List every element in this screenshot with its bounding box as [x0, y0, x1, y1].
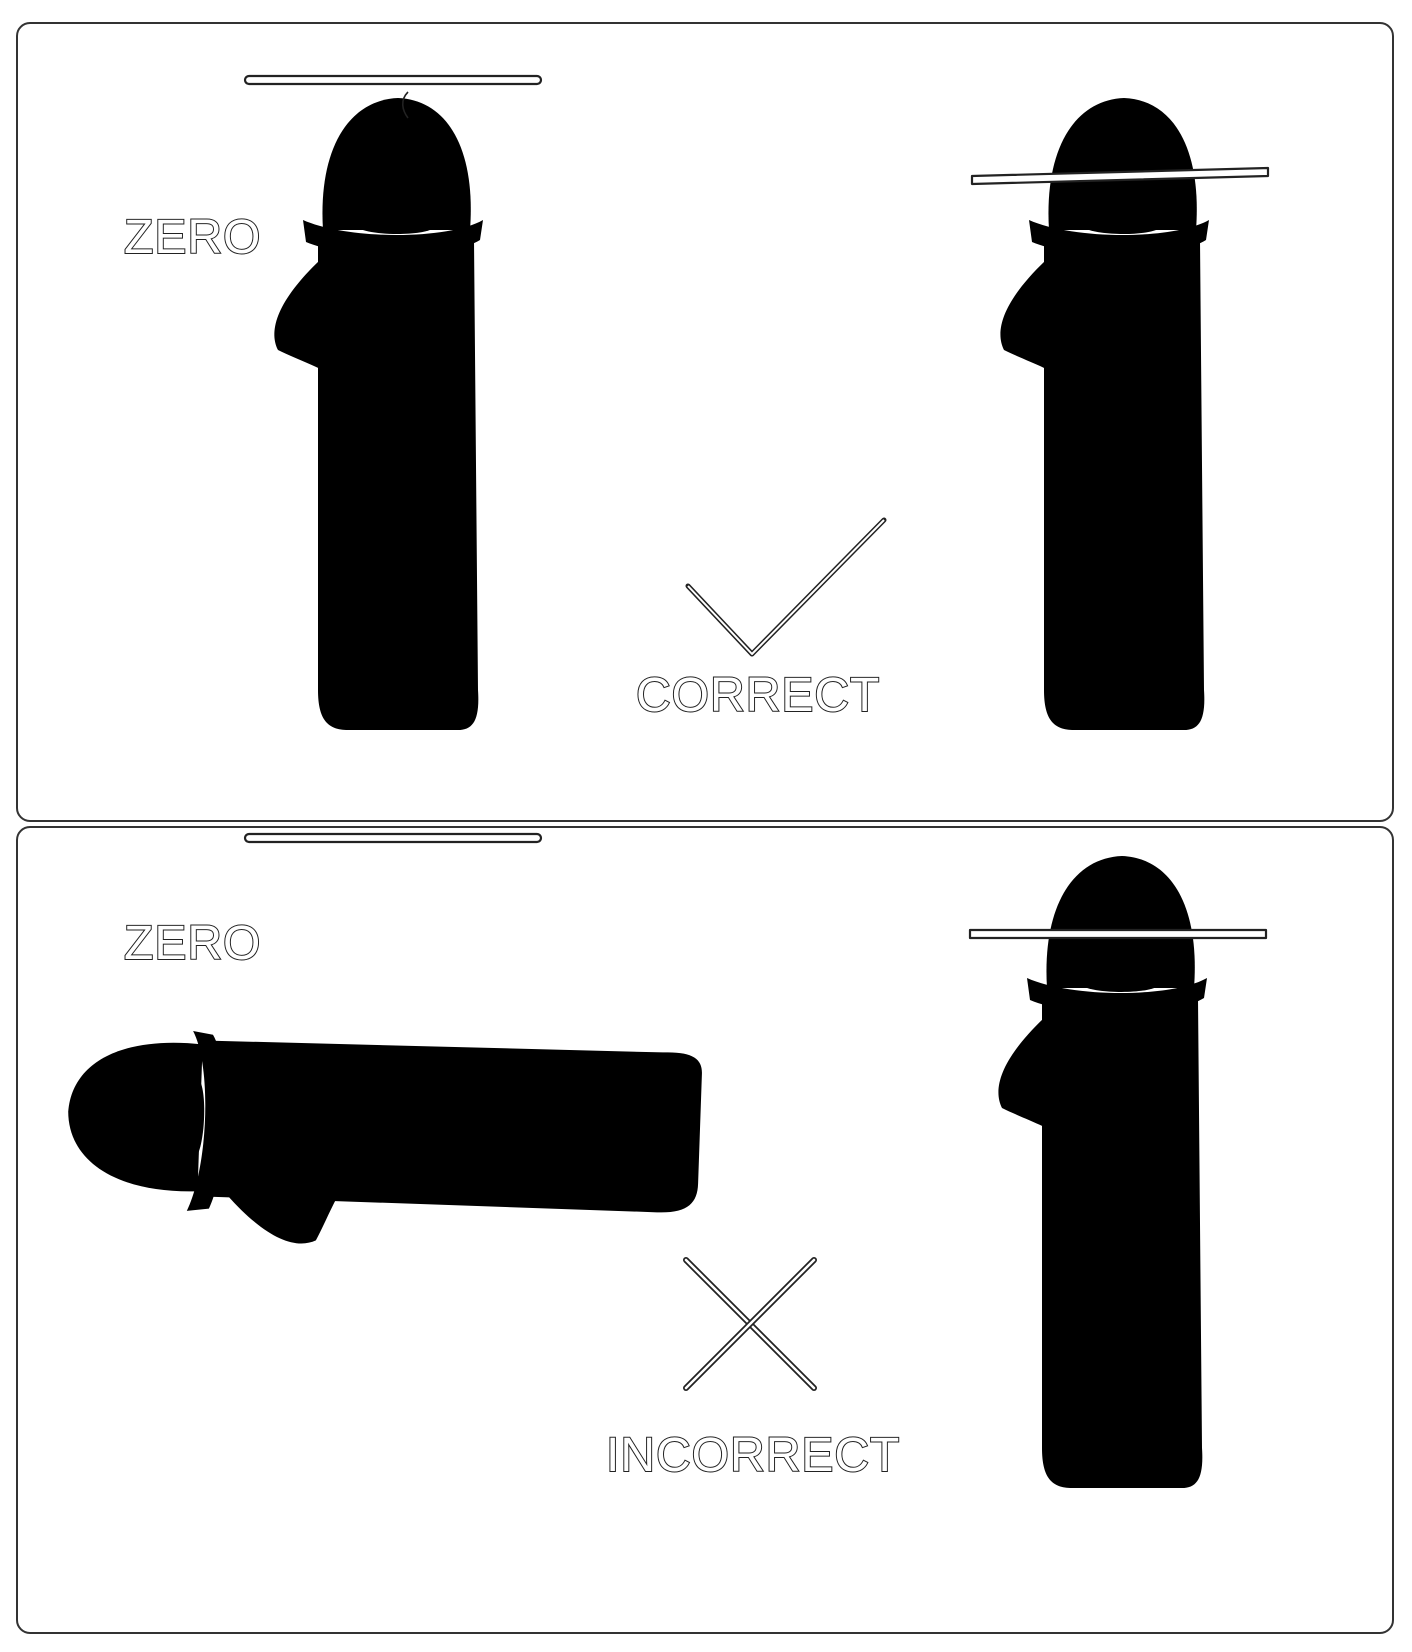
conductor-wire: [968, 928, 1268, 940]
clamp-meter: [1000, 98, 1209, 730]
clamp-meter: [274, 91, 483, 730]
check-icon: [685, 517, 887, 657]
conductor-wire: [243, 832, 543, 844]
clamp-meter: [998, 856, 1207, 1488]
clamp-meter: [63, 1026, 703, 1258]
conductor-wire: [970, 166, 1270, 186]
correct-label: CORRECT: [635, 668, 881, 723]
zero-label: ZERO: [123, 916, 262, 971]
zero-label: ZERO: [123, 210, 262, 265]
conductor-wire: [243, 74, 543, 86]
incorrect-label: INCORRECT: [605, 1428, 901, 1483]
cross-icon: [683, 1257, 817, 1391]
